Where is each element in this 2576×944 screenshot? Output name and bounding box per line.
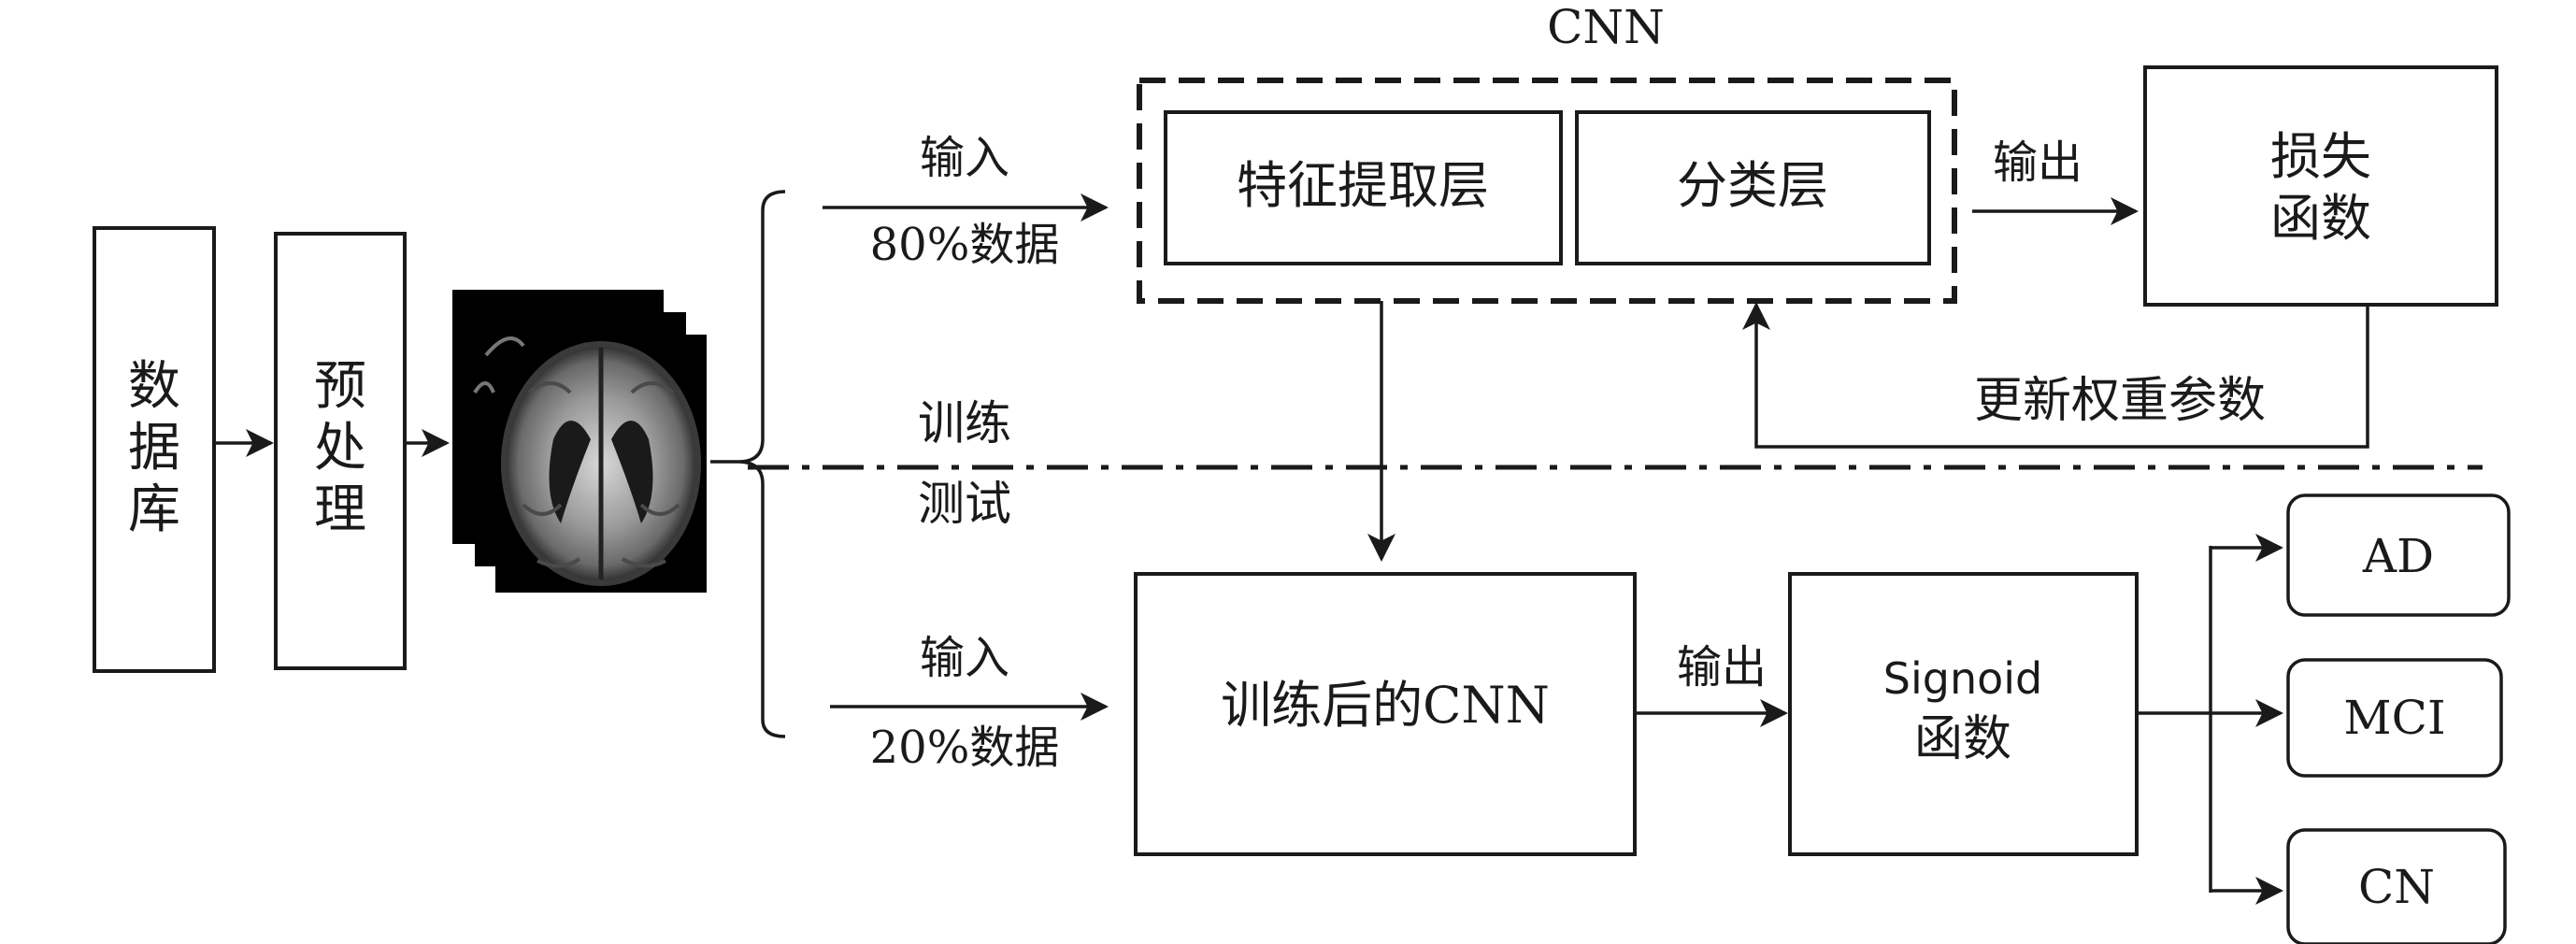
cnn-group: CNN 特征提取层 分类层 bbox=[1137, 0, 1957, 304]
cnn-group-label: CNN bbox=[1547, 0, 1665, 54]
feature-extraction-label: 特征提取层 bbox=[1237, 156, 1489, 215]
trained-cnn-label: 训练后的CNN bbox=[1221, 676, 1550, 735]
train-data-label: 80%数据 bbox=[870, 219, 1060, 271]
classification-layer-node: 分类层 bbox=[1575, 110, 1931, 265]
trained-cnn-node: 训练后的CNN bbox=[1134, 572, 1637, 856]
preprocess-node: 预 处 理 bbox=[274, 232, 407, 670]
preprocess-label-1: 预 bbox=[314, 356, 366, 417]
train-input-label: 输入 bbox=[920, 132, 1009, 184]
feature-extraction-node: 特征提取层 bbox=[1164, 110, 1563, 265]
cnn-output-label: 输出 bbox=[1993, 136, 2082, 189]
output-cn-node: CN bbox=[2286, 828, 2507, 944]
test-input-label: 输入 bbox=[920, 632, 1009, 684]
loss-function-node: 损失 函数 bbox=[2143, 65, 2498, 307]
database-label-1: 数 bbox=[128, 356, 180, 417]
classification-layer-label: 分类层 bbox=[1677, 156, 1828, 215]
test-data-label: 20%数据 bbox=[870, 722, 1060, 774]
preprocess-label-3: 理 bbox=[314, 479, 366, 540]
weight-update-loop bbox=[1742, 302, 2369, 449]
update-weights-label: 更新权重参数 bbox=[1974, 373, 2266, 429]
output-ad-node: AD bbox=[2286, 493, 2511, 617]
sigmoid-label-1: Signoid bbox=[1883, 653, 2042, 704]
test-phase-label: 测试 bbox=[918, 477, 1011, 531]
loss-label-2: 函数 bbox=[2270, 189, 2371, 248]
sigmoid-label-2: 函数 bbox=[1914, 711, 2011, 767]
database-label-3: 库 bbox=[128, 479, 180, 540]
loss-label-1: 损失 bbox=[2270, 127, 2371, 186]
cnn-group-border bbox=[1137, 78, 1957, 304]
mri-image-stack bbox=[452, 290, 707, 593]
output-mci-label: MCI bbox=[2343, 691, 2445, 745]
preprocess-label-2: 处 bbox=[314, 418, 366, 479]
database-label-2: 据 bbox=[128, 418, 180, 479]
output-ad-label: AD bbox=[2362, 529, 2434, 583]
output-cn-label: CN bbox=[2358, 860, 2435, 914]
train-phase-label: 训练 bbox=[918, 396, 1011, 451]
brain-scan-image bbox=[473, 336, 701, 586]
database-node: 数 据 库 bbox=[93, 226, 216, 673]
trained-output-label: 输出 bbox=[1677, 641, 1767, 694]
sigmoid-node: Signoid 函数 bbox=[1788, 572, 2139, 856]
split-brace bbox=[737, 190, 786, 738]
output-mci-node: MCI bbox=[2286, 658, 2503, 778]
